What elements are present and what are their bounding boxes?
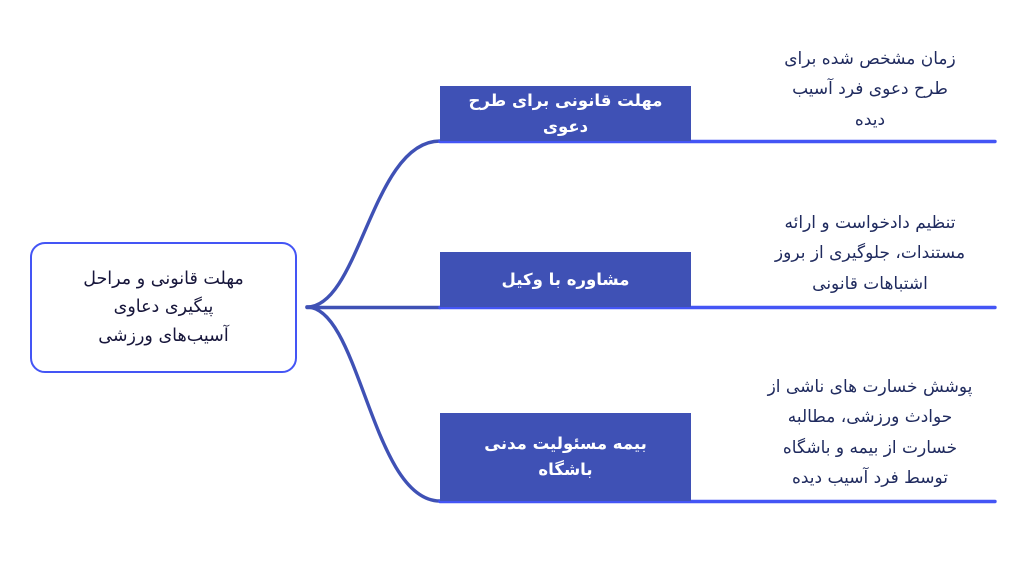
root-node-label: مهلت قانونی و مراحل پیگیری دعاوی آسیب‌ها… (83, 268, 244, 346)
branch-description-3: پوشش خسارت های ناشی از حوادث ورزشی، مطال… (767, 377, 973, 488)
branch-box-3[interactable]: بیمه مسئولیت مدنی باشگاه (440, 413, 691, 501)
branch-box-3-label: بیمه مسئولیت مدنی باشگاه (484, 434, 647, 479)
branch-description-1: زمان مشخص شده برای طرح دعوی فرد آسیب دید… (784, 49, 956, 130)
branch-box-1[interactable]: مهلت قانونی برای طرح دعوی (440, 86, 691, 141)
branch-box-1-label: مهلت قانونی برای طرح دعوی (468, 90, 663, 136)
branch-description-2: تنظیم دادخواست و ارائه مستندات، جلوگیری … (774, 213, 966, 294)
connector-branch-3 (305, 305, 442, 503)
branch-box-2-label: مشاوره با وکیل (501, 269, 630, 289)
connector-branch-1 (305, 139, 442, 309)
root-node[interactable]: مهلت قانونی و مراحل پیگیری دعاوی آسیب‌ها… (30, 242, 297, 373)
branch-box-2[interactable]: مشاوره با وکیل (440, 252, 691, 307)
